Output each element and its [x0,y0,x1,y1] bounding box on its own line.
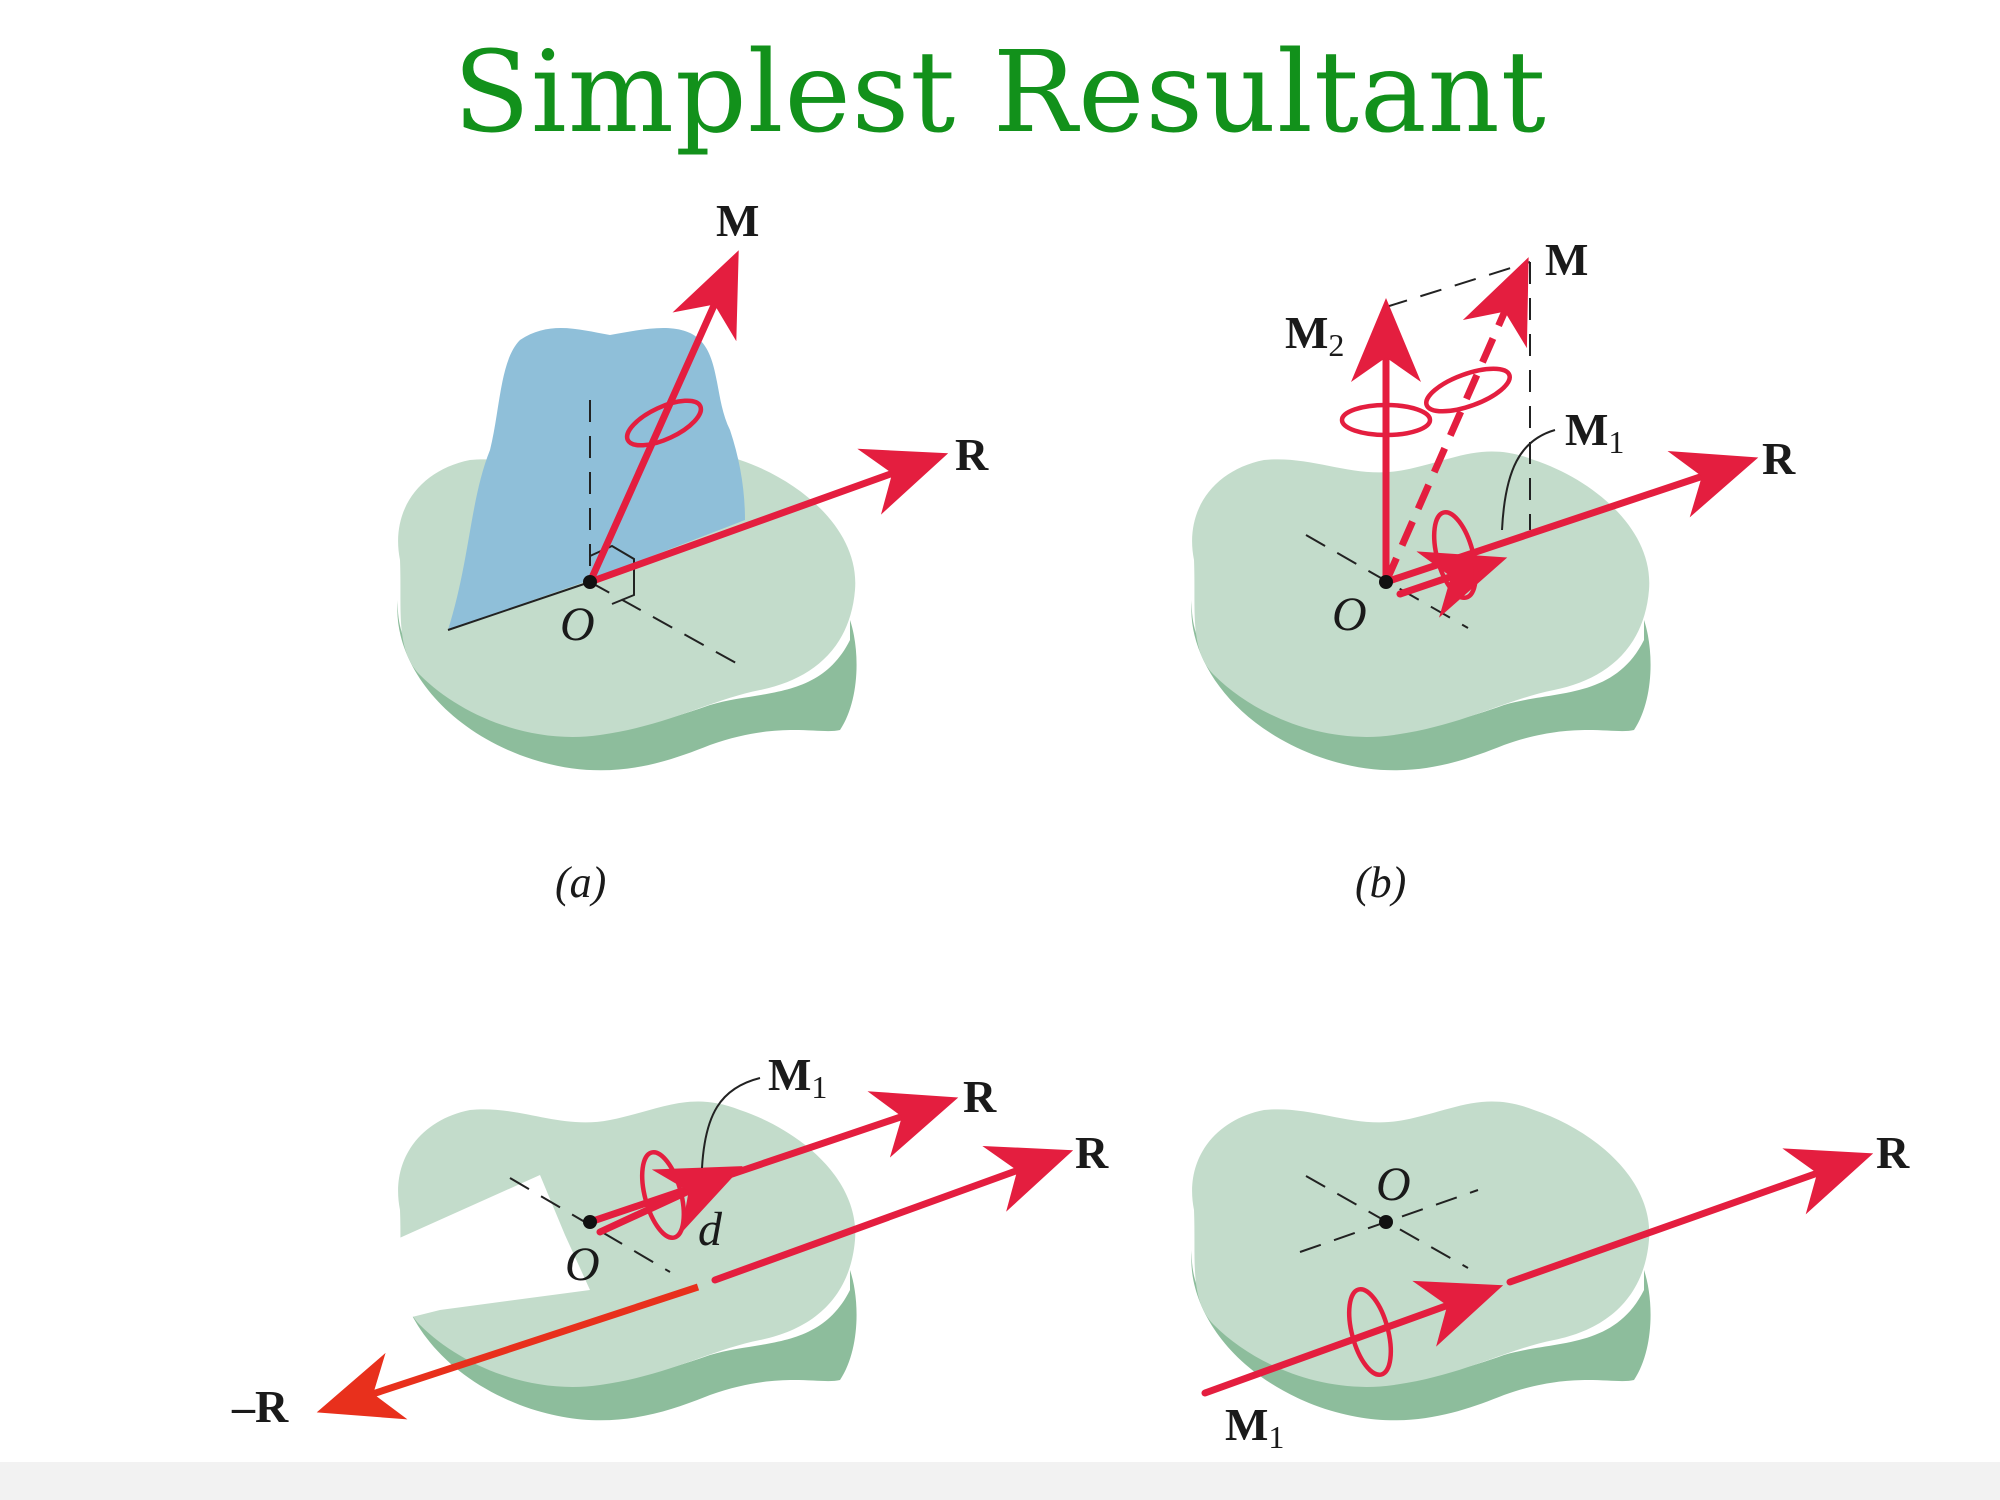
label-a-O: O [560,598,595,651]
caption-a: (a) [555,858,606,907]
couple-b-M2 [1339,402,1433,438]
panel-b: M M2 M1 R O (b) [1191,234,1796,907]
label-b-M2: M2 [1285,307,1344,363]
couple-a-M [624,398,704,448]
white-cover-patch [395,1175,590,1320]
label-b-M: M [1545,234,1588,285]
label-d-M1: M1 [1225,1399,1284,1455]
slide-title: Simplest Resultant [453,28,1547,158]
vector-a-M [586,250,739,586]
point-d-O [1379,1215,1393,1229]
panel-a: M R O (a) [397,195,989,907]
panel-d: O R M1 [1191,1101,1910,1455]
point-a-O [583,575,597,589]
vector-d-M1 [1201,1280,1504,1397]
label-d-R: R [1876,1127,1910,1178]
vector-c-R-shifted [711,1145,1074,1284]
label-a-R: R [955,429,989,480]
plane-a-baseline [447,581,591,631]
point-b-O [1379,575,1393,589]
vector-d-R [1506,1148,1874,1286]
white-cover-patch-2 [185,1380,320,1445]
bottom-bar [0,1462,2000,1500]
label-c-d: d [698,1203,723,1256]
label-a-M: M [716,195,759,246]
leader-c-M1 [701,1077,761,1169]
label-c-negR: –R [231,1381,289,1432]
caption-b: (b) [1355,858,1406,907]
label-c-M1: M1 [768,1049,827,1105]
vector-c-M1 [596,1166,743,1236]
axis-a-diagonal [589,581,746,669]
plate-d-top [1192,1101,1650,1387]
couple-b-M1 [1431,509,1479,601]
couple-c-M1 [639,1149,687,1241]
vector-c-R-top [586,1091,959,1226]
axis-d-diagonal-2 [1299,1189,1479,1253]
box-b-top-edge [1385,261,1531,308]
panel-c: M1 R R O d –R [185,1049,1109,1445]
label-b-R: R [1762,433,1796,484]
point-c-O [583,1215,597,1229]
label-d-O: O [1376,1158,1411,1211]
couple-b-M [1424,366,1512,414]
vector-b-M [1382,257,1529,584]
vector-a-R [586,448,949,586]
label-c-R-shifted: R [1075,1127,1109,1178]
label-b-O: O [1332,588,1367,641]
leader-b-M1 [1501,429,1556,531]
label-b-M1: M1 [1565,404,1624,460]
couple-d-M1 [1346,1286,1394,1378]
vector-b-M1 [1396,551,1508,618]
label-c-R-top: R [963,1071,997,1122]
vector-c-negR [316,1283,700,1420]
label-c-O: O [565,1238,600,1291]
